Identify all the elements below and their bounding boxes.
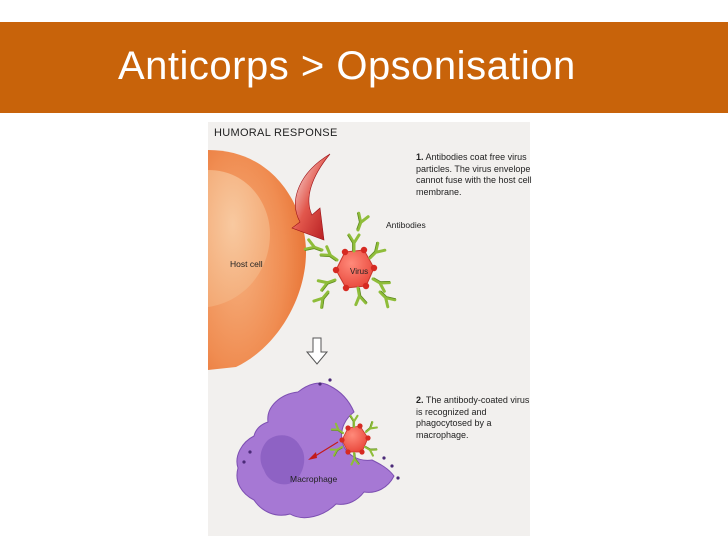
humoral-response-figure: HUMORAL RESPONSE 1. Antibodies coat free… (208, 122, 532, 536)
virus-particle (332, 246, 378, 292)
host-cell (208, 150, 306, 370)
label-macrophage: Macrophage (290, 474, 338, 484)
diagram-graphics (208, 150, 400, 519)
label-virus: Virus (350, 267, 369, 276)
step-1-text: Antibodies coat free virus particles. Th… (416, 152, 532, 197)
step-2-caption: 2. The antibody-coated virus is recogniz… (416, 395, 534, 441)
figure-heading: HUMORAL RESPONSE (214, 127, 338, 139)
step-2-number: 2. (416, 395, 424, 405)
step-1-caption: 1. Antibodies coat free virus particles.… (416, 152, 534, 198)
down-arrow-icon (305, 337, 329, 365)
red-curved-arrow (291, 153, 331, 241)
step-2-text: The antibody-coated virus is recognized … (416, 395, 530, 440)
step-1-number: 1. (416, 152, 424, 162)
label-antibodies: Antibodies (386, 220, 426, 230)
title-bar (0, 22, 728, 113)
slide-title: Anticorps > Opsonisation (118, 44, 576, 88)
label-host-cell: Host cell (230, 259, 263, 269)
macrophage (236, 378, 400, 519)
